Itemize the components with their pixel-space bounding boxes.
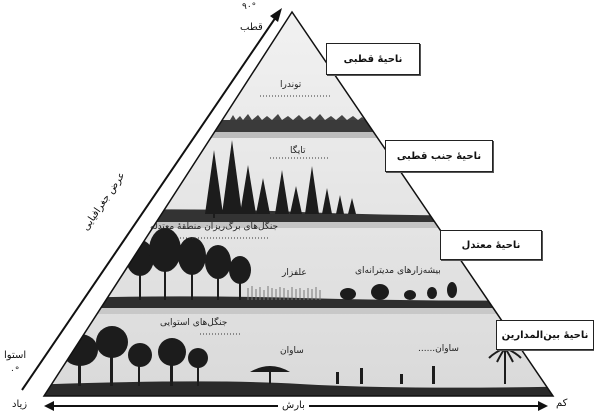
latitude-bottom-value: ۰° xyxy=(10,366,20,376)
label-grassland: علفزار xyxy=(282,268,307,278)
temperate-ground xyxy=(44,296,553,308)
zone-temperate: ناحیهٔ معتدل xyxy=(440,230,542,260)
taiga-trees xyxy=(205,140,356,218)
precip-arrow-left xyxy=(44,401,54,411)
label-savanna-dots: ساوان...... xyxy=(418,344,459,354)
latitude-top-value: ۹۰° xyxy=(242,2,257,12)
tundra-vegetation xyxy=(230,114,365,120)
zone-tropical: ناحیهٔ بین‌المدارین xyxy=(496,320,594,350)
precip-axis-label: بارش xyxy=(278,400,309,411)
leader-lines xyxy=(180,95,330,335)
grassland-vegetation xyxy=(247,286,321,300)
zone-polar: ناحیهٔ قطبی xyxy=(326,43,420,75)
label-savanna: ساوان xyxy=(280,346,304,356)
latitude-arrowhead xyxy=(270,8,282,22)
precip-low-label: کم xyxy=(556,398,568,409)
shrubland-vegetation xyxy=(340,282,457,300)
savanna-vegetation xyxy=(250,347,522,384)
pyramid-outline xyxy=(42,10,555,397)
latitude-top-name: قطب xyxy=(240,22,263,33)
tropical-ground xyxy=(44,381,553,396)
label-taiga: تایگا xyxy=(290,146,306,156)
precip-arrow-right xyxy=(538,401,548,411)
latitude-axis xyxy=(21,8,282,391)
label-rainforest: جنگل‌های استوایی xyxy=(160,318,228,328)
label-tundra: توندرا xyxy=(280,80,302,90)
zone-subpolar: ناحیهٔ جنب قطبی xyxy=(385,140,493,172)
label-deciduous: جنگل‌های برگ‌ریزان منطقهٔ معتدله xyxy=(150,222,279,232)
latitude-bottom-name: استوا xyxy=(4,350,27,361)
precip-high-label: زیاد xyxy=(12,399,28,410)
label-mediterranean: بیشه‌زارهای مدیترانه‌ای xyxy=(355,266,441,276)
tundra-ground xyxy=(44,120,553,132)
